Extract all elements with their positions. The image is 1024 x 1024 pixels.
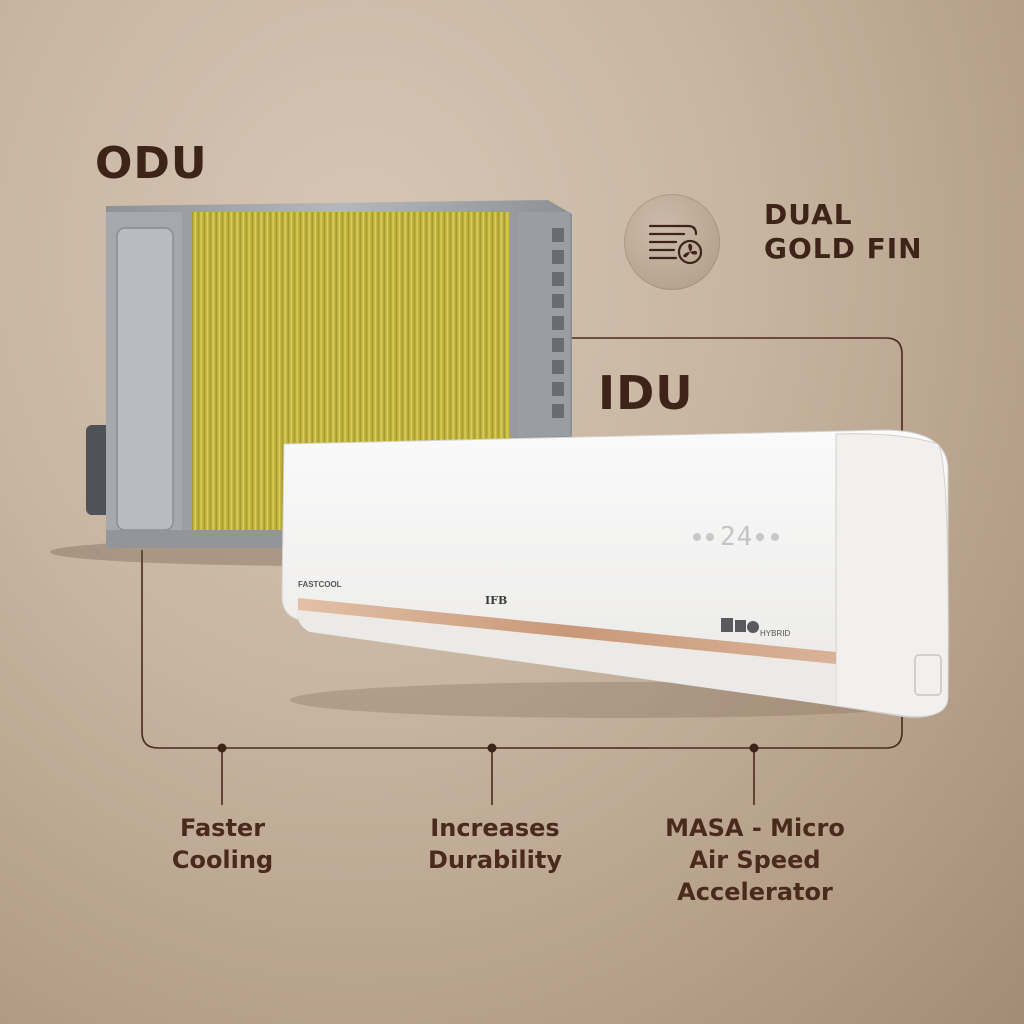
- benefit-masa: MASA - Micro Air Speed Accelerator: [665, 814, 845, 906]
- benefit-faster-cooling: Faster Cooling: [171, 814, 274, 874]
- idu-display-temp: 24: [720, 522, 754, 552]
- dot-2: [487, 743, 497, 753]
- fin-label-line-1: DUAL: [764, 198, 853, 231]
- display-icons: [693, 533, 779, 541]
- odu-title: ODU: [95, 138, 208, 189]
- dual-gold-fin-icon: [624, 194, 720, 290]
- idu-title: IDU: [598, 366, 694, 420]
- benefit-increases-durability: Increases Durability: [427, 814, 562, 874]
- dual-gold-fin-label: DUAL GOLD FIN: [764, 198, 923, 266]
- copper-trim: [298, 598, 836, 664]
- fin-label-line-2: GOLD FIN: [764, 232, 923, 265]
- idu-right-badge: HYBRID: [760, 629, 791, 638]
- badge-icons: [721, 618, 759, 633]
- dot-1: [217, 743, 227, 753]
- bracket-line: [141, 337, 903, 749]
- idu-left-badge: FASTCOOL: [298, 580, 342, 589]
- idu-brand: IFB: [485, 594, 508, 607]
- dot-3: [749, 743, 759, 753]
